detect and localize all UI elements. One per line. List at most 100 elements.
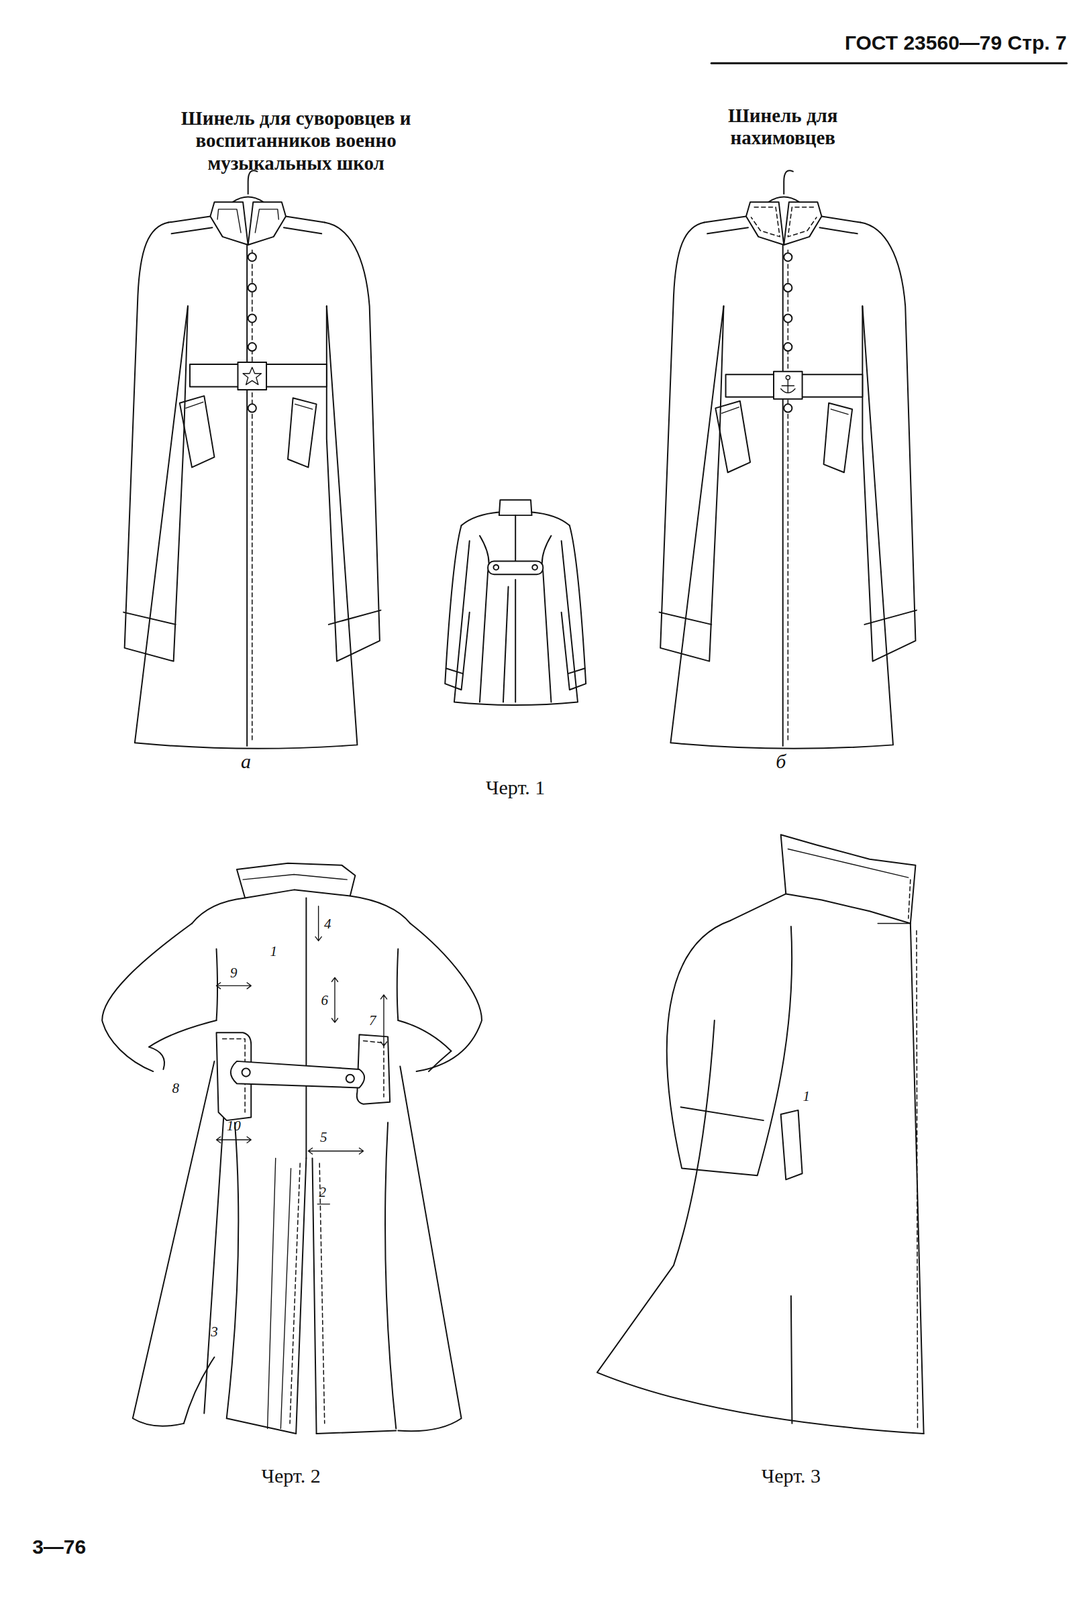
coat-front-line [860,222,916,662]
coat-front-line [324,222,380,662]
coat-front-line [821,216,861,223]
coat-front-line [328,610,382,625]
coat-front-line [782,244,784,747]
figure-caption: Черт. 1 [485,776,545,800]
header-rule [711,62,1067,65]
coat-back-detail-line [230,1061,365,1089]
coat-back-detail-line [350,895,411,924]
figure-title: Шинель для суворовцев и воспитанников во… [142,107,449,175]
coat-side [597,834,924,1434]
coat-back-line [568,668,585,674]
coat-back-detail-line [226,1418,296,1434]
callout-number: 9 [230,964,238,981]
coat-back-detail-line [316,1431,397,1435]
coat-back-line [493,564,499,571]
coat-back-detail-line [397,1020,451,1052]
coat-back-detail-line [132,1061,215,1427]
coat-back-detail-line [385,1122,396,1429]
coat-front-line [781,379,796,394]
callout-number: 3 [210,1323,219,1340]
coat-front-line [864,610,917,625]
coat-front-line [295,403,313,410]
coat-back-detail-line [397,949,399,1021]
coat-back-detail-line [305,898,307,1159]
coat-front-line [783,342,792,351]
coat-back-line [514,515,516,561]
coat-front-line [819,227,857,234]
coat-front-line [783,170,794,194]
callout-number: 10 [226,1117,241,1134]
coat-front [123,170,381,749]
coat-back-detail-line [236,863,355,899]
coat-side-line [781,1110,803,1180]
coat-back-detail-line [331,977,338,1023]
coat-side-line [910,923,924,1435]
coat-front-line [704,216,747,223]
coat-front-line [185,401,204,408]
coat-back-line [503,587,509,703]
coat-side-line [916,930,918,1429]
coat-front-line [248,283,257,292]
coat-back-line [461,512,500,527]
coat-back-detail-line [363,1040,384,1098]
coat-back-detail-line [203,1071,227,1414]
coat-front-line [123,612,176,625]
figure-letter: б [775,750,786,774]
figure-letter: а [240,750,251,774]
collar-with-tabs-line [210,201,248,245]
coat-front-line [124,222,188,662]
callout-number: 5 [320,1129,328,1146]
coat-back-detail-line [216,983,252,990]
coat-side-line [681,1107,764,1121]
coat-back-detail-line [397,1066,461,1432]
coat-front-line [134,305,358,749]
coat-back-detail-line [312,1158,317,1434]
coat-front-line [783,314,792,323]
coat-front-line [171,227,213,234]
coat-back-detail-line [428,1051,451,1072]
coat-back-line [532,564,538,571]
callout-number: 7 [369,1012,377,1029]
callout-number: 2 [318,1184,327,1201]
coat-side-line [666,920,792,1176]
figure-caption: Черт. 2 [261,1464,321,1488]
coat-back-detail-line [295,1158,306,1434]
coat-back-line [487,561,543,576]
coat-back-detail-line [183,1357,215,1424]
coat-front-line [659,612,712,625]
coat-back-detail-line [346,1074,355,1083]
coat-back-line [479,536,490,703]
coat-back [444,499,586,706]
coat-front-line [287,397,317,468]
coat-front-line [670,305,894,749]
coat-front-line [248,314,257,323]
coat-back-detail-line [317,1203,330,1205]
coat-back-line [514,579,516,703]
coat-side-line [908,879,911,919]
coat-front-line [787,250,790,744]
coat-front-line [768,197,800,203]
coat-front-line [168,216,211,223]
coat-back-detail-line [242,1068,251,1077]
collar-with-tabs-line [242,367,262,386]
figure-caption: Черт. 3 [761,1464,821,1488]
callout-number: 4 [324,915,332,933]
coat-front-line [785,375,790,380]
callout-number: 1 [269,943,278,960]
coat-front-line [660,222,724,662]
coat-side-line [781,834,916,924]
coat-front-line [232,197,264,203]
figure-title: Шинель для нахимовцев [691,104,875,149]
coat-back-detail-line [242,874,347,881]
callout-number: 1 [802,1088,810,1105]
callout-number: 8 [171,1079,180,1096]
coat-front-line [179,395,215,468]
coat-side-line [730,893,786,921]
coat-front-line [787,207,817,237]
coat-back-detail-line [226,1122,239,1419]
coat-back-detail-line [307,1148,364,1155]
coat-back-detail-line [280,1168,291,1430]
coat-back-detail-line [380,995,387,1047]
coat-back-detail-line [148,1020,217,1048]
coat-front-line [751,207,781,237]
